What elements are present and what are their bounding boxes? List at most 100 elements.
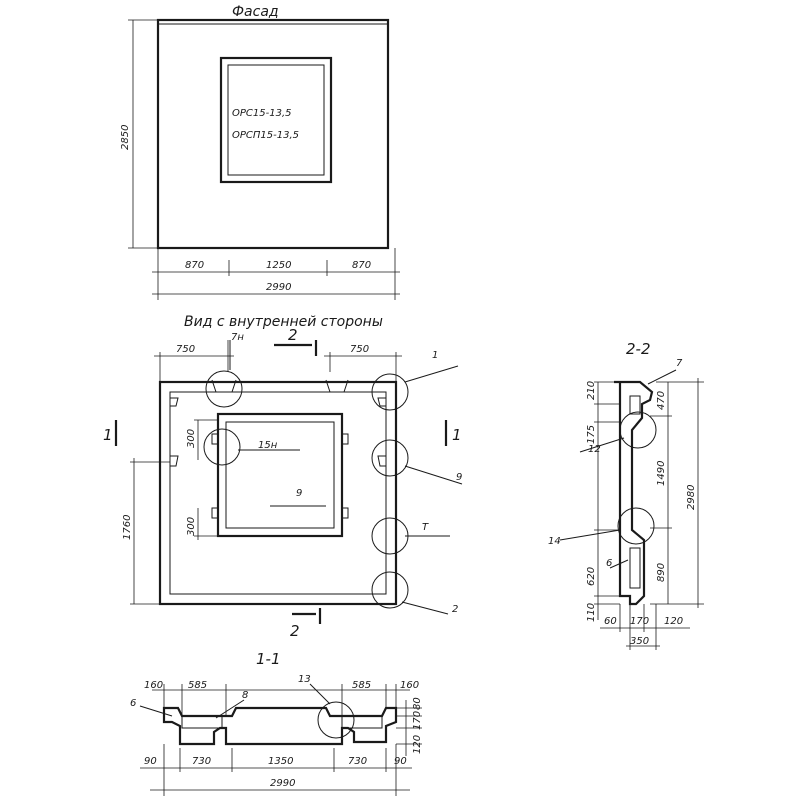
facade-dim-mid: 1250 [266, 260, 291, 271]
inner-window-outer [216, 412, 344, 538]
embedded-part [211, 379, 237, 393]
s22-dim-170: 170 [630, 616, 649, 627]
detail-circle-13 [317, 701, 355, 739]
facade-label-orsp: ОРСП15-13,5 [232, 130, 299, 141]
s11-dim-585-right: 585 [352, 680, 371, 691]
insulation-bottom [629, 547, 641, 589]
s11-insulation-left [181, 715, 223, 729]
inner-dim-1760: 1760 [122, 515, 133, 540]
s11-dim-730-left: 730 [192, 756, 211, 767]
s22-dim-620: 620 [586, 567, 597, 586]
mark-7: 7 [676, 358, 683, 369]
detail-circle [371, 373, 409, 411]
facade-title: Фасад [232, 4, 279, 20]
mark-T: Т [422, 522, 429, 533]
detail-circle [203, 428, 241, 466]
s11-mark-6: 6 [130, 698, 136, 709]
lifting-loop [170, 455, 179, 467]
lifting-loop [377, 397, 386, 407]
s11-dim-120: 120 [412, 735, 423, 754]
s22-dim-120: 120 [664, 616, 683, 627]
s22-dim-350: 350 [630, 636, 649, 647]
s22-dim-470: 470 [656, 391, 667, 410]
s22-dim-2980: 2980 [686, 485, 697, 510]
detail-circle [205, 370, 243, 408]
s11-dim-2990: 2990 [270, 778, 295, 789]
facade-window-outer [219, 56, 333, 184]
inner-left-dimensions: 1760 300 300 [122, 419, 218, 605]
inner-window-inner [225, 421, 335, 529]
facade-width-dimensions: 870 1250 870 2990 [152, 248, 400, 300]
inner-dim-750-right: 750 [350, 344, 369, 355]
mark-6: 6 [606, 558, 612, 569]
section-1-1-title: 1-1 [256, 650, 281, 668]
s11-dim-160-left: 160 [144, 680, 163, 691]
s22-dim-1490: 1490 [656, 461, 667, 486]
inner-rib-line [169, 391, 387, 595]
anchor-plate [341, 433, 349, 445]
lifting-loop [377, 455, 386, 467]
inner-top-dimensions: 750 750 [154, 340, 402, 382]
facade-panel-outline [156, 18, 390, 250]
s22-dim-210: 210 [586, 381, 597, 400]
cut-1-left-label: 1 [103, 426, 113, 444]
section-2-2-view: 7 12 14 6 [548, 358, 683, 606]
detail-circle [371, 517, 409, 555]
inner-view: 7н 15н 9 1 9 2 Т [158, 332, 462, 615]
section-1-1-dimensions: 160 585 585 160 80 170 120 90 730 1350 7… [140, 680, 423, 796]
facade-dim-total: 2990 [266, 282, 291, 293]
inner-view-title: Вид с внутренней стороны [184, 314, 383, 330]
mark-9-center: 9 [296, 488, 302, 499]
facade-height-value: 2850 [120, 125, 131, 150]
s22-dim-890: 890 [656, 563, 667, 582]
lifting-loop [170, 397, 179, 407]
facade-dim-right: 870 [352, 260, 371, 271]
facade-height-dimension: 2850 [120, 19, 158, 249]
s11-mark-8: 8 [242, 690, 248, 701]
s11-dim-160-right: 160 [400, 680, 419, 691]
section-2-2-title: 2-2 [626, 340, 651, 358]
mark-12: 12 [588, 444, 601, 455]
insulation-top [629, 395, 641, 415]
mark-1: 1 [432, 350, 438, 361]
section-1-1-view: 6 8 13 [130, 674, 398, 746]
s11-dim-1350: 1350 [268, 756, 293, 767]
inner-dim-300-bottom: 300 [186, 517, 197, 536]
section-1-1-outline [162, 706, 398, 746]
mark-9-side: 9 [456, 472, 462, 483]
section-2-2-dimensions: 210 175 620 110 470 1490 890 2980 60 170… [586, 378, 704, 650]
anchor-plate [211, 433, 219, 445]
embedded-part [325, 379, 349, 393]
anchor-plate [341, 507, 349, 519]
detail-circle-12 [619, 411, 657, 449]
cut-1-right-label: 1 [452, 426, 462, 444]
inner-dim-750-left: 750 [176, 344, 195, 355]
s11-mark-13: 13 [298, 674, 311, 685]
mark-15h: 15н [258, 440, 278, 451]
s11-dim-90-right: 90 [394, 756, 407, 767]
inner-panel-outline [158, 380, 398, 606]
s11-dim-730-right: 730 [348, 756, 367, 767]
cut-2-top-label: 2 [288, 326, 298, 344]
facade-view: ОРС15-13,5 ОРСП15-13,5 [156, 18, 390, 250]
facade-label-ors: ОРС15-13,5 [232, 108, 291, 119]
mark-2: 2 [452, 604, 458, 615]
section-cut-markers: 2 2 1 1 [103, 326, 462, 640]
cut-2-bottom-label: 2 [290, 622, 300, 640]
s11-dim-90-left: 90 [144, 756, 157, 767]
s11-dim-170: 170 [412, 711, 423, 730]
detail-circle [371, 571, 409, 609]
mark-7h: 7н [231, 332, 244, 343]
s22-dim-60: 60 [604, 616, 617, 627]
anchor-plate [211, 507, 219, 519]
inner-dim-300-top: 300 [186, 429, 197, 448]
detail-circle [371, 439, 409, 477]
s11-dim-80: 80 [412, 697, 423, 710]
s11-dim-585-left: 585 [188, 680, 207, 691]
facade-window-inner [227, 64, 325, 176]
s22-dim-110: 110 [586, 603, 597, 622]
mark-14: 14 [548, 536, 561, 547]
s11-insulation-right [341, 715, 383, 729]
facade-dim-left: 870 [185, 260, 204, 271]
